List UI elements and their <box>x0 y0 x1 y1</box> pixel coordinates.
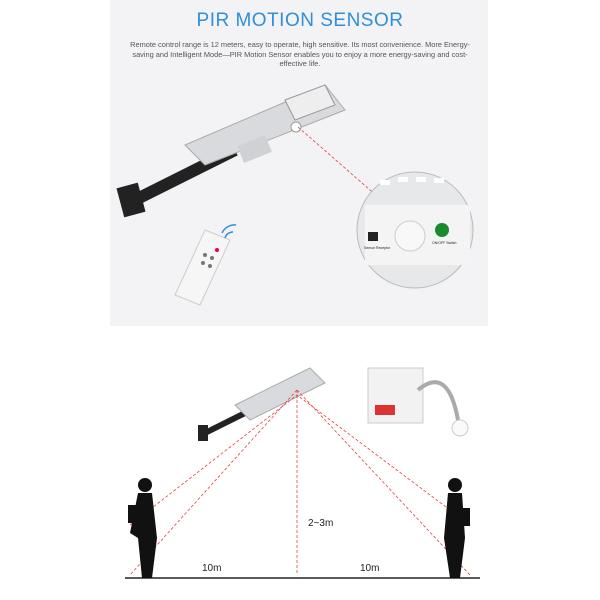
remote-control <box>174 224 237 306</box>
detection-beams <box>129 389 471 576</box>
pir-module <box>367 367 469 437</box>
person-left <box>128 478 157 578</box>
height-label: 2~3m <box>308 518 334 529</box>
person-right <box>444 478 470 578</box>
sensor-receptor-label: Sensor Receptor <box>364 246 391 250</box>
street-light-top <box>116 84 346 218</box>
magnifier-sensor-closeup <box>356 171 474 289</box>
description: Remote control range is 12 meters, easy … <box>130 40 470 68</box>
left-distance-label: 10m <box>202 563 222 574</box>
right-distance-label: 10m <box>360 563 380 574</box>
street-light-bottom <box>198 367 326 441</box>
switch-label: ON/OFF Switch <box>432 241 457 245</box>
page-title: PIR MOTION SENSOR <box>196 10 404 31</box>
